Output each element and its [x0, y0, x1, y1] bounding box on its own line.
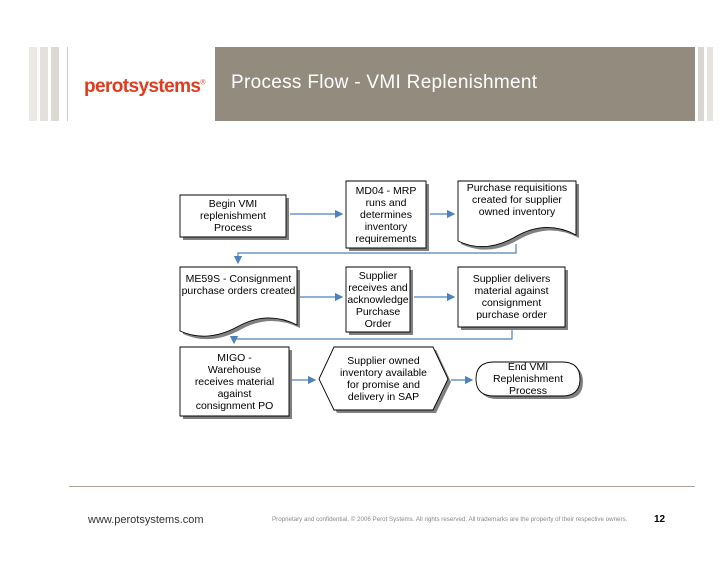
node-end-label: End VMI Replenishment Process [492, 361, 564, 397]
logo-mark: ® [200, 79, 205, 87]
purchase-req-shape [457, 180, 577, 247]
footer-url[interactable]: www.perotsystems.com [88, 514, 204, 526]
node-purchase-req-label: Purchase requisitions created for suppli… [466, 182, 568, 218]
me59s-shape [179, 266, 298, 337]
node-md04-label: MD04 - MRP runs and determines inventory… [355, 184, 417, 245]
arrow-supplier-delivers-to-migo [229, 330, 513, 345]
header-strip [51, 47, 59, 121]
md04-shape [345, 180, 427, 249]
supplier-ack-shape [345, 266, 411, 333]
slide-title: Process Flow - VMI Replenishment [231, 72, 538, 93]
node-me59s-label: ME59S - Consignment purchase orders crea… [181, 273, 296, 297]
footer-divider [69, 486, 695, 487]
header-strip [40, 47, 48, 121]
page-number: 12 [654, 514, 666, 525]
end-shape [475, 361, 581, 397]
begin-shape [179, 194, 287, 238]
supplier-owned-shape [318, 346, 449, 411]
node-begin-label: Begin VMI replenishment Process [200, 198, 266, 234]
header-strip [698, 47, 704, 121]
logo-panel [67, 47, 215, 121]
footer-legal: Proprietary and confidential. © 2006 Per… [272, 516, 628, 523]
node-supplier-ack-label: Supplier receives and acknowledge Purcha… [347, 269, 409, 330]
node-supplier-owned-label: Supplier owned inventory available for p… [340, 354, 427, 403]
header-strip [29, 47, 37, 121]
arrow-purchase-req-to-me59s [233, 244, 517, 265]
node-migo-label: MIGO - Warehouse receives material again… [194, 351, 275, 412]
node-supplier-delivers-label: Supplier delivers material against consi… [472, 273, 551, 321]
perotsystems-logo: perotsystems® [84, 76, 205, 98]
migo-shape [179, 346, 290, 417]
logo-text: perotsystems [84, 76, 201, 97]
supplier-delivers-shape [457, 266, 566, 328]
header-strip [707, 47, 713, 121]
